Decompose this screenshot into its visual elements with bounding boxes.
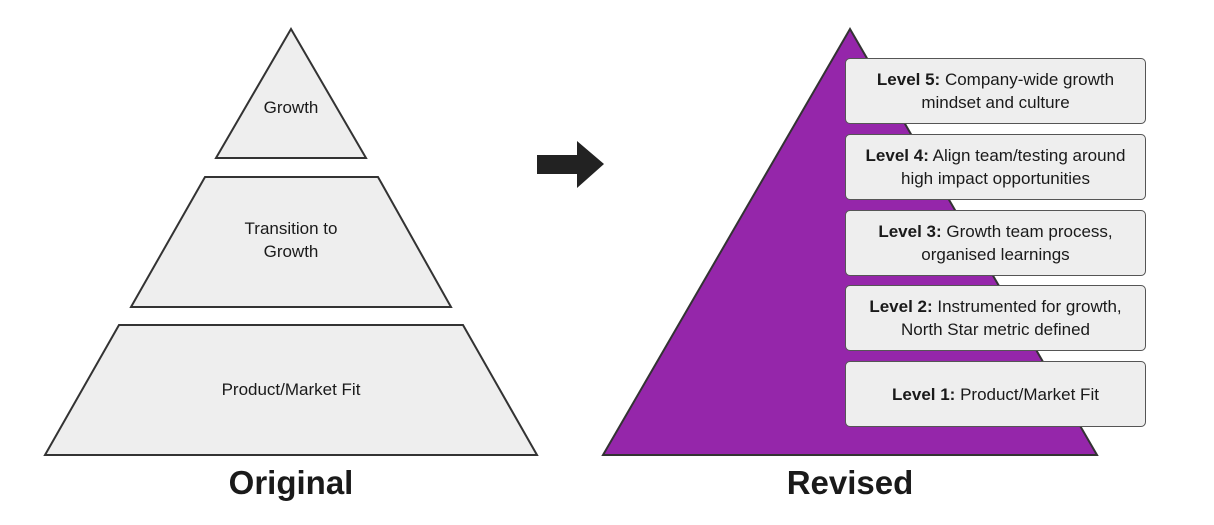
original-tier-top [214, 27, 368, 159]
original-tier-top-label: Growth [263, 97, 319, 117]
original-tier-bottom [43, 324, 539, 456]
level-5-text: Company-wide growth mindset and culture [921, 70, 1115, 112]
level-1-box: Level 1: Product/Market Fit [845, 361, 1146, 427]
original-tier-bottom-label: Product/Market Fit [221, 379, 361, 399]
level-5-name: Level 5: [876, 70, 941, 89]
level-1-name: Level 1: [892, 384, 956, 404]
original-tier-middle [129, 176, 453, 308]
level-2-name: Level 2: [869, 297, 933, 316]
level-2-text: Instrumented for growth, North Star metr… [901, 297, 1122, 339]
level-3-name: Level 3: [878, 222, 942, 241]
level-5-box: Level 5: Company-wide growth mindset and… [845, 58, 1146, 124]
level-3-box: Level 3: Growth team process, organised … [845, 210, 1146, 276]
level-1-text: Product/Market Fit [955, 384, 1099, 404]
level-4-box: Level 4: Align team/testing around high … [845, 134, 1146, 200]
original-tier-middle-label: Transition to Growth [244, 219, 338, 261]
original-caption: Original [228, 464, 354, 501]
level-2-box: Level 2: Instrumented for growth, North … [845, 285, 1146, 351]
level-4-text: Align team/testing around high impact op… [900, 146, 1126, 188]
level-4-name: Level 4: [865, 146, 929, 165]
right-arrow-icon [537, 141, 604, 188]
level-3-text: Growth team process, organised learnings [921, 222, 1113, 264]
revised-caption: Revised [786, 464, 914, 501]
